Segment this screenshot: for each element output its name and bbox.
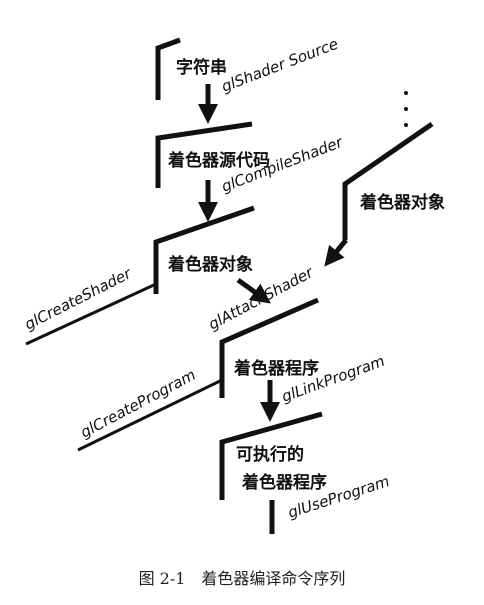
shader-object-label: 着色器对象 (167, 254, 253, 275)
string-label: 字符串 (176, 57, 227, 78)
ellipsis-dot (404, 107, 408, 111)
string-bracket (155, 37, 181, 100)
shader-object-bracket (153, 205, 255, 294)
other-object-bracket (342, 121, 434, 240)
arrow-object-to-attach (236, 277, 271, 304)
shader-program-bracket (219, 297, 320, 398)
create-shader-call: glCreateShader (22, 264, 135, 334)
shader-source-bracket (155, 121, 253, 188)
figure-caption: 图 2-1 着色器编译命令序列 (139, 569, 346, 588)
create-shader-line (25, 282, 157, 346)
create-program-line (77, 378, 223, 452)
create-program-call: glCreateProgram (77, 366, 198, 442)
executable-label-line1: 可执行的 (236, 444, 304, 465)
shader-source-call: glShader Source (219, 35, 341, 96)
shader-program-label: 着色器程序 (233, 358, 319, 379)
executable-program-bracket (219, 411, 323, 500)
other-shader-object-label: 着色器对象 (359, 192, 445, 213)
arrow-other-object-to-attach (324, 238, 348, 267)
ellipsis-dot (404, 91, 408, 95)
ellipsis-dot (404, 123, 408, 127)
executable-label-line2: 着色器程序 (241, 472, 327, 493)
shader-source-label: 着色器源代码 (167, 150, 270, 171)
